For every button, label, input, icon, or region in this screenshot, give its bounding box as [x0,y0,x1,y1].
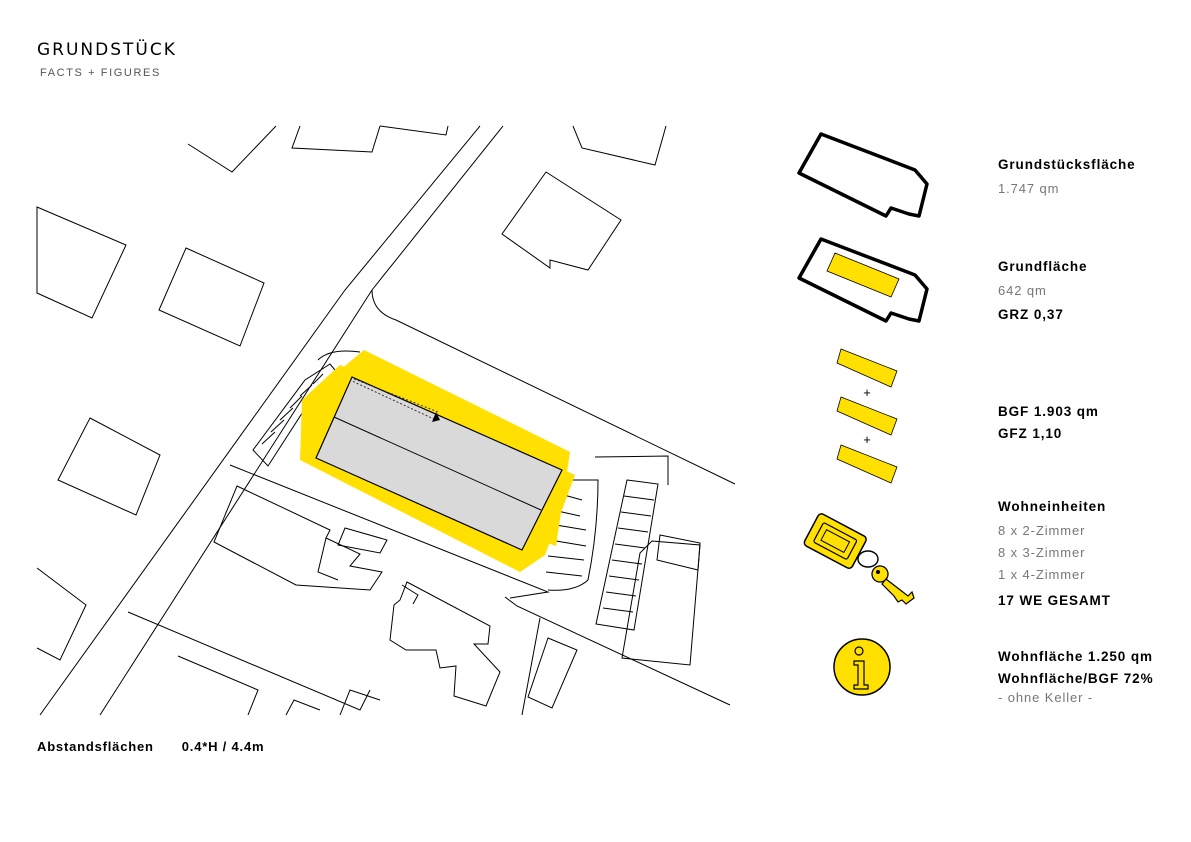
plot-area-fact: Grundstücksfläche 1.747 qm [998,156,1136,200]
living-area-value: Wohnfläche 1.250 qm [998,649,1153,664]
bgf-value: BGF 1.903 qm [998,404,1099,419]
gross-floor-fact: BGF 1.903 qm GFZ 1,10 [998,401,1099,445]
setback-legend: Abstandsflächen 0.4*H / 4.4m [37,739,264,754]
footprint-value: 642 qm [998,283,1047,298]
footprint-icon [797,237,929,323]
units-label: Wohneinheiten [998,499,1107,514]
building-footprint [315,376,563,551]
building-outline [57,417,161,516]
parking-east [595,479,659,631]
info-glyph: i [832,637,833,638]
building-outline [527,637,578,709]
floor-stack-icon: + + [836,348,898,484]
building-outline [158,247,265,347]
plus-sign: + [863,432,871,447]
road-edge-west [39,125,481,716]
site-plan-map [36,125,736,716]
info-icon: i [832,637,891,696]
footprint-label: Grundfläche [998,259,1088,274]
units-item: 8 x 3-Zimmer [998,545,1086,560]
side-street-edge [371,289,736,485]
living-area-fact: Wohnfläche 1.250 qm Wohnfläche/BGF 72% -… [998,646,1153,706]
key-icon [803,513,915,605]
living-ratio-value: Wohnfläche/BGF 72% [998,671,1154,686]
setback-label: Abstandsflächen [37,739,154,754]
building-outline [501,171,622,271]
building-outline [213,485,383,591]
page-title: GRUNDSTÜCK [37,40,177,60]
building-outline [36,206,127,319]
plus-sign: + [863,385,871,400]
plot-area-label: Grundstücksfläche [998,157,1136,172]
building-outline [621,540,701,666]
plot-outline-icon [797,132,929,218]
units-item: 1 x 4-Zimmer [998,567,1086,582]
setback-value: 0.4*H / 4.4m [181,739,265,754]
page-subtitle: FACTS + FIGURES [40,67,161,79]
building-outline [389,581,501,707]
grz-value: GRZ 0,37 [998,307,1064,322]
plot-area-value: 1.747 qm [998,181,1060,196]
parking-loop [317,350,361,361]
units-item: 8 x 2-Zimmer [998,523,1086,538]
gfz-value: GFZ 1,10 [998,426,1063,441]
footprint-fact: Grundfläche 642 qm GRZ 0,37 [998,258,1087,326]
living-note: - ohne Keller - [998,690,1094,705]
units-total: 17 WE GESAMT [998,593,1111,608]
units-fact: Wohneinheiten 8 x 2-Zimmer 8 x 3-Zimmer … [998,498,1111,612]
